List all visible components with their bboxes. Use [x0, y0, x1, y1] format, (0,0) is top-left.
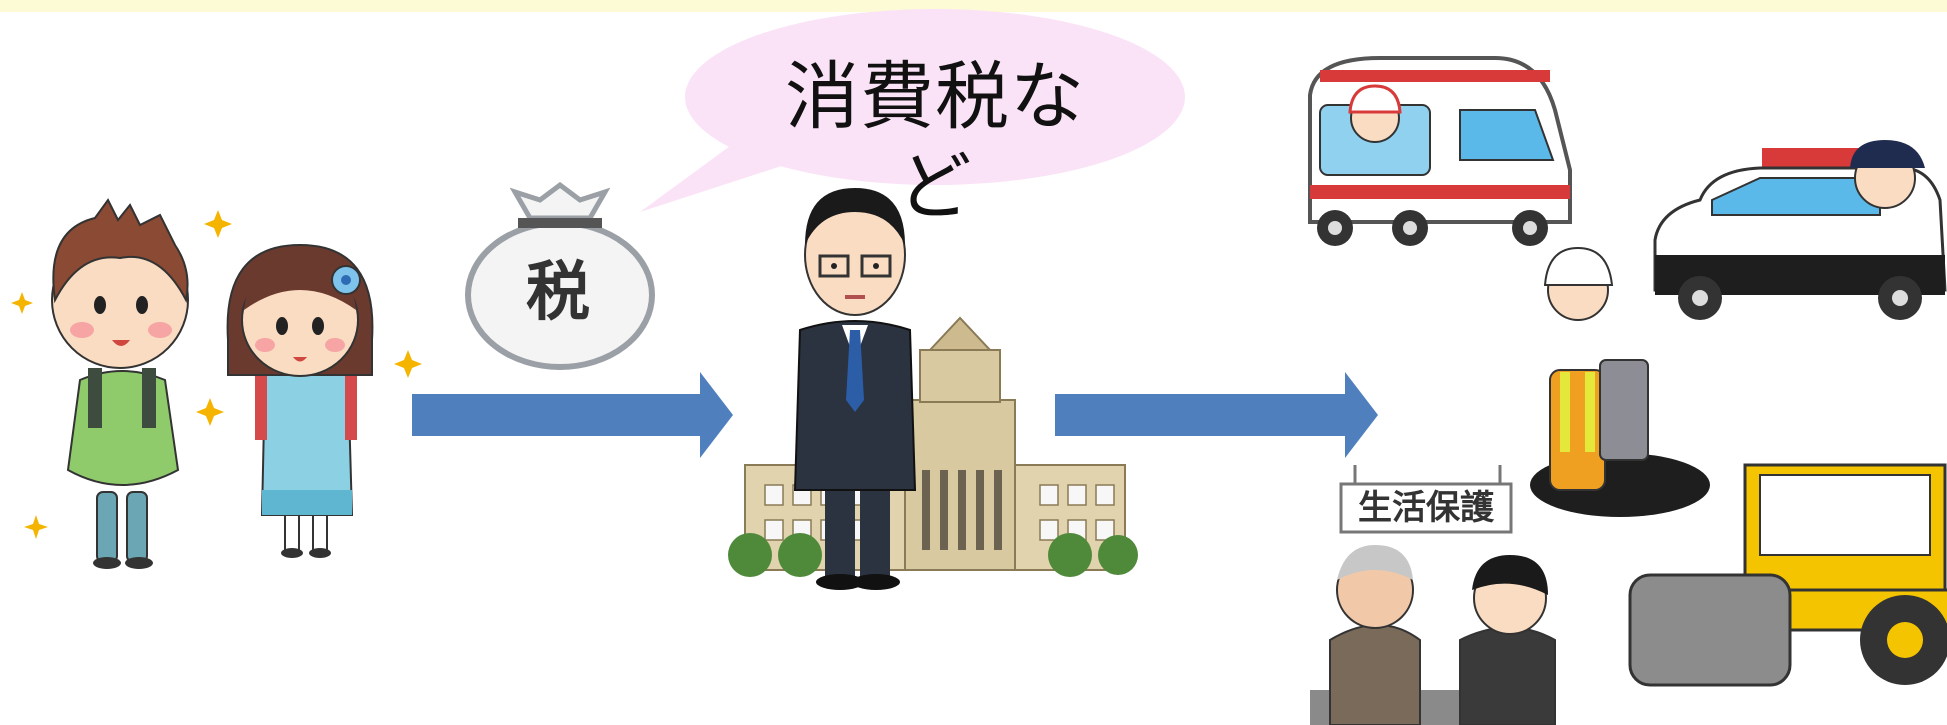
ambulance-icon	[1308, 56, 1572, 246]
road-worker-icon	[1530, 246, 1710, 517]
tax-bag-label: 税	[526, 256, 590, 330]
sparkle-icons	[11, 210, 422, 539]
welfare-consultation-icon	[1310, 465, 1556, 725]
arrow-to-government-icon	[412, 372, 733, 458]
speech-bubble-text: 消費税など	[785, 54, 1085, 230]
police-car-icon	[1653, 140, 1947, 320]
diet-building-icon	[728, 316, 1138, 577]
welfare-sign-label: 生活保護	[1358, 488, 1494, 528]
road-roller-icon	[1628, 463, 1947, 687]
girl-figure	[226, 243, 374, 558]
boy-figure	[51, 198, 189, 569]
arrow-to-services-icon	[1055, 372, 1378, 458]
children-icon	[51, 198, 374, 569]
politician-icon	[793, 188, 917, 590]
tax-bag-icon	[465, 181, 655, 370]
top-band	[0, 0, 1947, 12]
speech-bubble	[640, 9, 1185, 212]
